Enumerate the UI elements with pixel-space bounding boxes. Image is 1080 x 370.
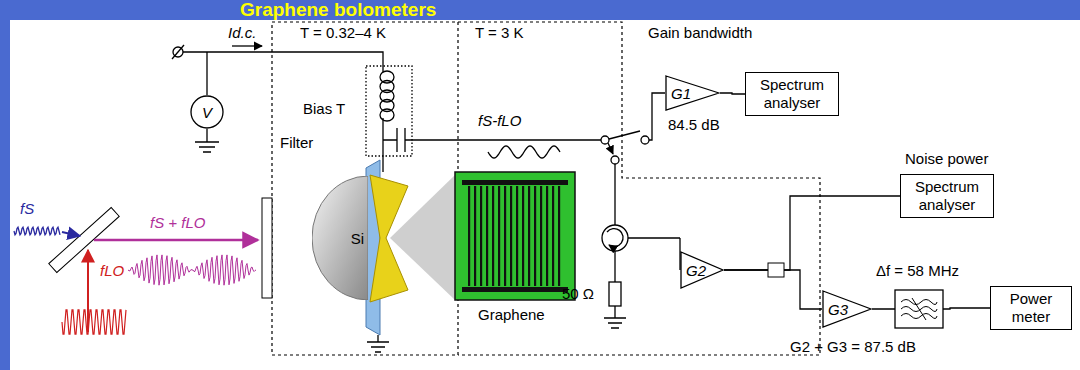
amplifier: G1 (665, 75, 720, 111)
wave (128, 255, 256, 285)
annotation: fS + fLO (150, 214, 205, 232)
silicon-lens: Si (312, 176, 368, 300)
filter-symbol (912, 298, 926, 320)
signal-wire (720, 93, 745, 94)
instrument-box: Power meter (990, 286, 1072, 330)
instrument-box: Spectrum analyser (745, 72, 839, 116)
annotation: Id.c. (228, 24, 256, 42)
node-text: V (202, 104, 212, 121)
wires (172, 45, 680, 352)
chip-bar (462, 180, 568, 185)
annotation: T = 3 K (475, 24, 524, 42)
inductor-coil (380, 71, 394, 121)
annotation: fS (20, 200, 34, 218)
annotation: Filter (280, 134, 313, 152)
power-splitter (768, 263, 784, 277)
annotation: Δf = 58 MHz (876, 262, 959, 280)
graphene-chip (455, 172, 575, 300)
annotation: Gain bandwidth (648, 24, 752, 42)
node-text: G2 (686, 262, 706, 279)
signal-wire (724, 196, 900, 270)
instrument-box: Spectrum analyser (900, 174, 994, 218)
signal-beam (62, 232, 80, 236)
node-text: G3 (828, 301, 848, 318)
annotation: G2 + G3 = 87.5 dB (790, 338, 916, 356)
node-text: Spectrum analyser (750, 76, 834, 112)
wave (62, 310, 126, 334)
node-text: Spectrum analyser (905, 178, 989, 214)
bandpass-filter (895, 290, 943, 328)
wave (14, 227, 60, 235)
node-text: Si (351, 230, 364, 247)
annotation: Noise power (905, 150, 988, 168)
combined-beam (94, 239, 258, 242)
amplifier: G2 (680, 251, 724, 289)
annotation: 84.5 dB (668, 116, 720, 134)
annotation: fLO (100, 262, 124, 280)
voltmeter: V (190, 95, 224, 129)
antenna (370, 175, 408, 302)
node-text: G1 (671, 85, 691, 102)
optical-filter (262, 198, 272, 298)
amplifier: G3 (822, 290, 872, 328)
slide-title: Graphene bolometers (240, 0, 436, 20)
graphene-comb (466, 186, 564, 286)
node-text: Power meter (995, 290, 1067, 326)
annotation: Graphene (478, 306, 545, 324)
chip-bar (462, 287, 568, 292)
waves (14, 146, 560, 334)
annotation: Bias T (303, 100, 345, 118)
wave (488, 146, 560, 158)
annotation: fS-fLO (478, 112, 521, 130)
annotation: T = 0.32–4 K (300, 24, 386, 42)
annotation: 50 Ω (562, 285, 594, 303)
temperature-region (272, 22, 820, 355)
panel (10, 20, 1080, 370)
